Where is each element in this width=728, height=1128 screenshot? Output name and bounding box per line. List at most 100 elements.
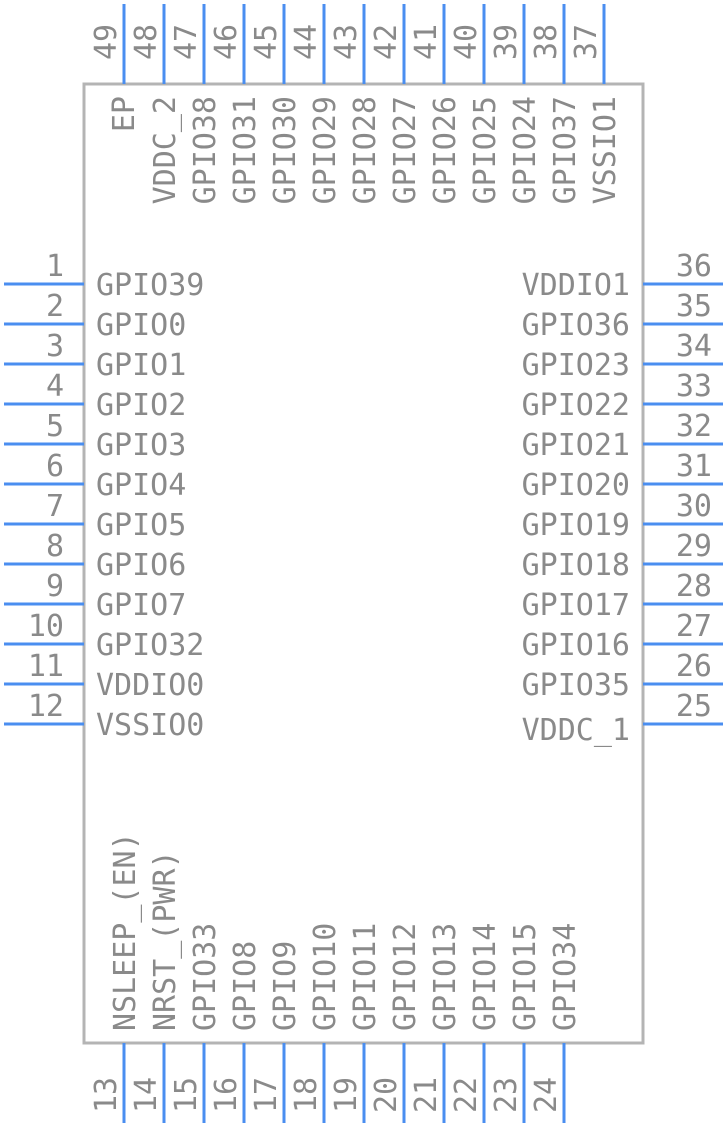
pin-number: 20 — [369, 1077, 404, 1113]
pin-group: 1GPIO392GPIO03GPIO14GPIO25GPIO36GPIO47GP… — [4, 4, 723, 1123]
pin-label: GPIO8 — [228, 941, 263, 1031]
pin-label: GPIO5 — [96, 508, 186, 543]
pin-label: GPIO36 — [522, 308, 630, 343]
pin-number: 33 — [676, 369, 712, 404]
pin-number: 45 — [249, 24, 284, 60]
pin-number: 7 — [46, 489, 64, 524]
pin-number: 2 — [46, 289, 64, 324]
pin-label: GPIO2 — [96, 388, 186, 423]
pin-label: GPIO20 — [522, 468, 630, 503]
pin-label: GPIO38 — [188, 96, 223, 204]
pin-number: 34 — [676, 329, 712, 364]
pin-label: GPIO4 — [96, 468, 186, 503]
pin-number: 25 — [676, 689, 712, 724]
pin-number: 44 — [289, 24, 324, 60]
pin-label: GPIO19 — [522, 508, 630, 543]
pin-number: 15 — [169, 1077, 204, 1113]
pin-number: 36 — [676, 249, 712, 284]
pin-number: 18 — [289, 1077, 324, 1113]
pin-number: 4 — [46, 369, 64, 404]
pin-number: 17 — [249, 1077, 284, 1113]
pin-number: 21 — [409, 1077, 444, 1113]
pin-label: GPIO34 — [548, 923, 583, 1031]
pin-number: 8 — [46, 529, 64, 564]
pin-label: GPIO30 — [268, 96, 303, 204]
pin-label: GPIO12 — [388, 923, 423, 1031]
pin-label: GPIO26 — [428, 96, 463, 204]
pin-label: VDDC_2 — [148, 96, 183, 204]
pin-label: GPIO1 — [96, 348, 186, 383]
pin-number: 11 — [28, 649, 64, 684]
pin-label: GPIO18 — [522, 548, 630, 583]
pin-number: 19 — [329, 1077, 364, 1113]
pin-label: GPIO9 — [268, 941, 303, 1031]
pin-number: 29 — [676, 529, 712, 564]
pin-label: GPIO24 — [508, 96, 543, 204]
pin-number: 39 — [489, 24, 524, 60]
pin-number: 13 — [89, 1077, 124, 1113]
pin-number: 43 — [329, 24, 364, 60]
pin-number: 37 — [569, 24, 604, 60]
pin-number: 48 — [129, 24, 164, 60]
pin-label: GPIO28 — [348, 96, 383, 204]
chip-body — [82, 82, 645, 1045]
pin-label: GPIO27 — [388, 96, 423, 204]
pin-label: NSLEEP_(EN) — [108, 832, 143, 1031]
pin-number: 28 — [676, 569, 712, 604]
pin-label: GPIO33 — [188, 923, 223, 1031]
pin-label: GPIO15 — [508, 923, 543, 1031]
pin-number: 12 — [28, 689, 64, 724]
pin-number: 5 — [46, 409, 64, 444]
pin-label: GPIO7 — [96, 588, 186, 623]
pin-label: EP — [107, 96, 142, 132]
pin-label: VDDIO0 — [96, 668, 204, 703]
pin-label: GPIO10 — [308, 923, 343, 1031]
pin-label: VSSIO0 — [96, 708, 204, 743]
pin-label: NRST_(PWR) — [148, 850, 183, 1031]
pin-number: 30 — [676, 489, 712, 524]
pin-label: VDDC_1 — [522, 713, 630, 748]
pin-number: 40 — [449, 24, 484, 60]
pin-label: GPIO25 — [468, 96, 503, 204]
pin-number: 32 — [676, 409, 712, 444]
pin-label: GPIO0 — [96, 308, 186, 343]
pin-number: 3 — [46, 329, 64, 364]
pin-label: GPIO35 — [522, 668, 630, 703]
pin-label: GPIO21 — [522, 428, 630, 463]
pin-number: 42 — [369, 24, 404, 60]
pin-number: 38 — [529, 24, 564, 60]
pin-label: GPIO29 — [308, 96, 343, 204]
pin-label: GPIO14 — [468, 923, 503, 1031]
pin-number: 22 — [449, 1077, 484, 1113]
pin-number: 26 — [676, 649, 712, 684]
pin-number: 35 — [676, 289, 712, 324]
pin-label: VDDIO1 — [522, 268, 630, 303]
pin-number: 14 — [129, 1077, 164, 1113]
pin-number: 49 — [89, 24, 124, 60]
pin-number: 24 — [529, 1077, 564, 1113]
pin-label: GPIO32 — [96, 628, 204, 663]
pin-number: 16 — [209, 1077, 244, 1113]
pin-label: GPIO3 — [96, 428, 186, 463]
pin-number: 10 — [28, 609, 64, 644]
pin-number: 23 — [489, 1077, 524, 1113]
pin-label: GPIO31 — [228, 96, 263, 204]
pin-label: GPIO17 — [522, 588, 630, 623]
pin-label: GPIO23 — [522, 348, 630, 383]
pin-number: 27 — [676, 609, 712, 644]
pin-number: 47 — [169, 24, 204, 60]
pin-label: GPIO11 — [348, 923, 383, 1031]
pin-label: GPIO37 — [548, 96, 583, 204]
pin-label: GPIO39 — [96, 268, 204, 303]
pin-number: 41 — [409, 24, 444, 60]
pin-label: VSSIO1 — [588, 96, 623, 204]
pin-number: 6 — [46, 449, 64, 484]
pin-number: 31 — [676, 449, 712, 484]
pin-number: 1 — [46, 249, 64, 284]
pin-number: 46 — [209, 24, 244, 60]
pin-label: GPIO16 — [522, 628, 630, 663]
pin-number: 9 — [46, 569, 64, 604]
pin-label: GPIO13 — [428, 923, 463, 1031]
pin-label: GPIO6 — [96, 548, 186, 583]
